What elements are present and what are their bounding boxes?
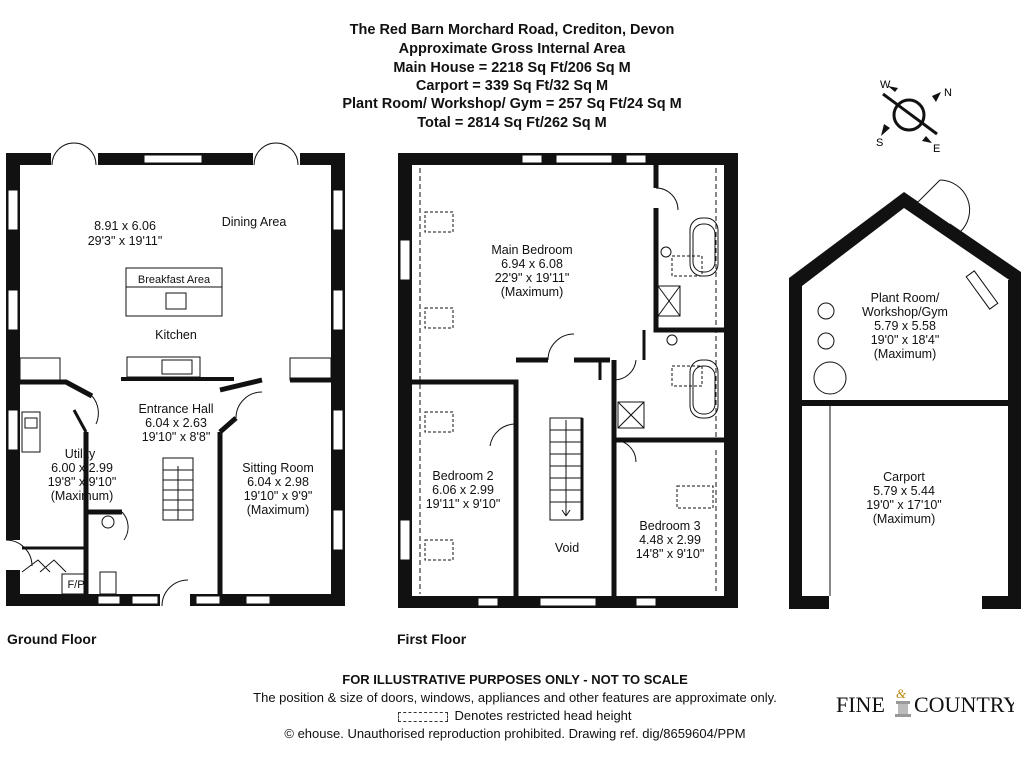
kitchen-label: Kitchen bbox=[155, 328, 197, 342]
ground-floor-plan bbox=[5, 142, 345, 607]
sitting-room-imperial: 19'10" x 9'9" bbox=[244, 489, 313, 503]
restricted-height-legend-icon bbox=[398, 711, 449, 722]
bedroom3-label: Bedroom 3 bbox=[639, 519, 700, 533]
plant-room-metric: 5.79 x 5.58 bbox=[874, 319, 936, 333]
carport-imperial: 19'0" x 17'10" bbox=[866, 498, 942, 512]
void-label: Void bbox=[555, 541, 579, 555]
main-bedroom-metric: 6.94 x 6.08 bbox=[501, 257, 563, 271]
carport-metric: 5.79 x 5.44 bbox=[873, 484, 935, 498]
compass: W N S E bbox=[876, 79, 952, 155]
legend-text: Denotes restricted head height bbox=[454, 708, 632, 723]
logo-fine: FINE bbox=[836, 692, 885, 717]
logo-country: COUNTRY bbox=[914, 692, 1014, 717]
carport-note: (Maximum) bbox=[873, 512, 936, 526]
compass-w: W bbox=[880, 79, 891, 91]
entrance-hall-label: Entrance Hall bbox=[138, 402, 213, 416]
logo-amp: & bbox=[896, 686, 907, 701]
compass-s: S bbox=[876, 137, 883, 149]
first-floor-labels: Main Bedroom 6.94 x 6.08 22'9" x 19'11" … bbox=[426, 243, 705, 561]
compass-e: E bbox=[933, 143, 940, 155]
plant-room-label-2: Workshop/Gym bbox=[862, 305, 948, 319]
legend-line: Denotes restricted head height bbox=[0, 708, 1024, 723]
ground-floor-labels: 8.91 x 6.06 29'3" x 19'11" Dining Area B… bbox=[48, 215, 314, 591]
outbuilding-plan bbox=[789, 179, 1021, 609]
total-area: Total = 2814 Sq Ft/262 Sq M bbox=[417, 115, 607, 131]
main-bedroom-label: Main Bedroom bbox=[491, 243, 572, 257]
utility-metric: 6.00 x 2.99 bbox=[51, 461, 113, 475]
bedroom2-metric: 6.06 x 2.99 bbox=[432, 483, 494, 497]
fine-country-logo: FINE & COUNTRY bbox=[836, 686, 1014, 717]
dining-area-label: Dining Area bbox=[222, 215, 287, 229]
kitchen-dining-size-metric: 8.91 x 6.06 bbox=[94, 219, 156, 233]
carport-area: Carport = 339 Sq Ft/32 Sq M bbox=[415, 78, 609, 94]
plant-room-label-1: Plant Room/ bbox=[871, 291, 940, 305]
outbuilding-labels: Plant Room/ Workshop/Gym 5.79 x 5.58 19'… bbox=[862, 291, 948, 526]
first-floor-plan bbox=[398, 153, 738, 608]
property-title: The Red Barn Morchard Road, Crediton, De… bbox=[349, 22, 675, 38]
first-floor-label: First Floor bbox=[397, 631, 467, 647]
utility-imperial: 19'8" x 9'10" bbox=[48, 475, 117, 489]
utility-note: (Maximum) bbox=[51, 489, 114, 503]
kitchen-dining-size-imperial: 29'3" x 19'11" bbox=[88, 234, 163, 248]
bedroom2-imperial: 19'11" x 9'10" bbox=[426, 497, 501, 511]
sitting-room-note: (Maximum) bbox=[247, 503, 310, 517]
fp-label: F/P bbox=[67, 579, 84, 591]
carport-label: Carport bbox=[883, 470, 925, 484]
bedroom3-imperial: 14'8" x 9'10" bbox=[636, 547, 705, 561]
utility-label: Utility bbox=[65, 447, 96, 461]
ground-floor-label: Ground Floor bbox=[7, 631, 97, 647]
plant-room-note: (Maximum) bbox=[874, 347, 937, 361]
sitting-room-metric: 6.04 x 2.98 bbox=[247, 475, 309, 489]
disclaimer: FOR ILLUSTRATIVE PURPOSES ONLY - NOT TO … bbox=[342, 672, 688, 687]
bedroom3-metric: 4.48 x 2.99 bbox=[639, 533, 701, 547]
plant-room-imperial: 19'0" x 18'4" bbox=[871, 333, 940, 347]
main-bedroom-imperial: 22'9" x 19'11" bbox=[495, 271, 570, 285]
entrance-hall-metric: 6.04 x 2.63 bbox=[145, 416, 207, 430]
sitting-room-label: Sitting Room bbox=[242, 461, 314, 475]
bedroom2-label: Bedroom 2 bbox=[432, 469, 493, 483]
area-subtitle: Approximate Gross Internal Area bbox=[398, 41, 626, 57]
main-bedroom-note: (Maximum) bbox=[501, 285, 564, 299]
entrance-hall-imperial: 19'10" x 8'8" bbox=[142, 430, 211, 444]
breakfast-area-label: Breakfast Area bbox=[138, 274, 211, 286]
copyright: © ehouse. Unauthorised reproduction proh… bbox=[284, 726, 746, 741]
main-house-area: Main House = 2218 Sq Ft/206 Sq M bbox=[393, 60, 631, 76]
compass-n: N bbox=[944, 87, 952, 99]
approximate-note: The position & size of doors, windows, a… bbox=[253, 690, 777, 705]
plant-room-area: Plant Room/ Workshop/ Gym = 257 Sq Ft/24… bbox=[342, 96, 682, 112]
